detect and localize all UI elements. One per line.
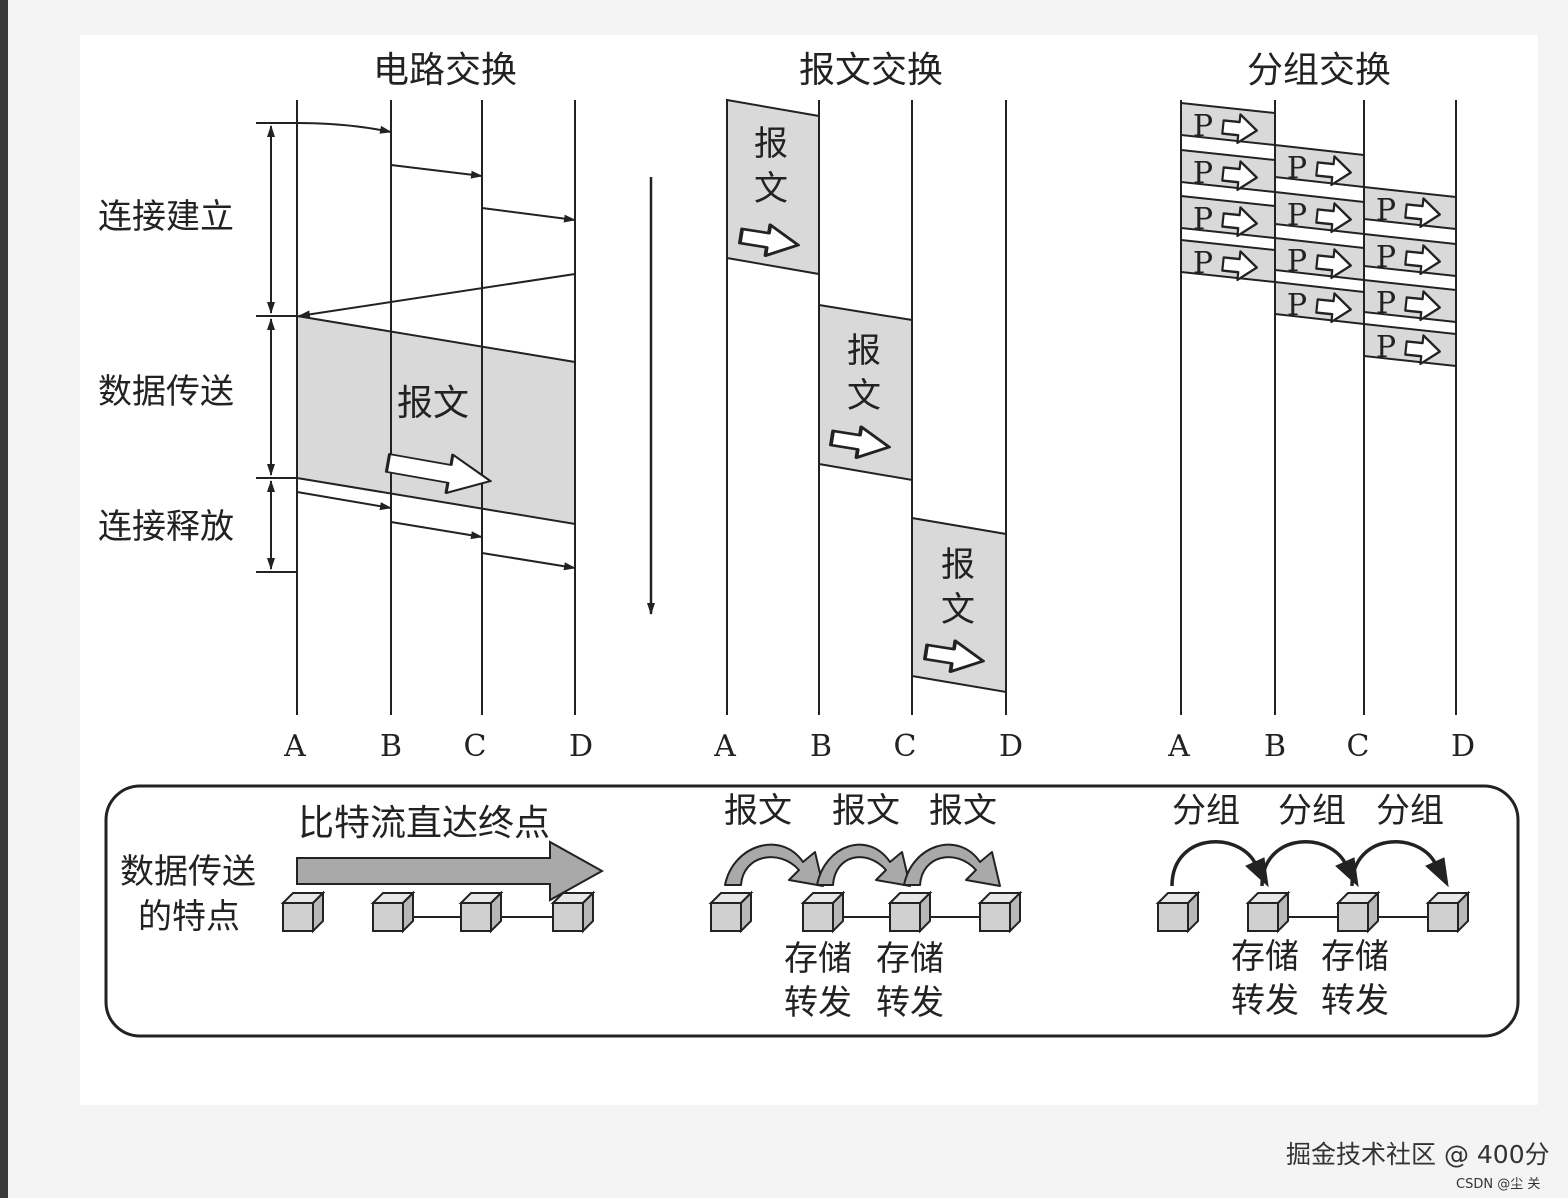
hop-arrow-2-icon bbox=[816, 843, 911, 887]
packet-label: P bbox=[1193, 202, 1213, 237]
circuit-direction-arrow-icon bbox=[384, 453, 492, 494]
packet-node-d: D bbox=[1451, 729, 1475, 764]
packet-label: P bbox=[1193, 246, 1213, 281]
phase-label-release: 连接释放 bbox=[98, 507, 234, 547]
packet-label: P bbox=[1376, 286, 1396, 321]
screenshot-frame: 电路交换 连接建立 数据传送 连接释放 报文 A B bbox=[8, 0, 1568, 1198]
message-store-1-line2: 转发 bbox=[784, 983, 852, 1023]
packet-label: P bbox=[1376, 330, 1396, 365]
packet-store-1-line2: 转发 bbox=[1231, 981, 1299, 1021]
hop-arrow-1-icon bbox=[724, 843, 824, 887]
feature-label-line2: 的特点 bbox=[138, 897, 240, 937]
packet-node-c: C bbox=[1347, 729, 1370, 764]
message-hop-label-3: 报文 bbox=[929, 791, 997, 831]
message-hop-arrows bbox=[724, 843, 1001, 887]
msg1-char2: 文 bbox=[754, 169, 788, 209]
setup-arrow-ab bbox=[256, 122, 392, 134]
msg1-char1: 报 bbox=[754, 124, 788, 164]
circuit-feature-desc: 比特流直达终点 bbox=[298, 803, 550, 844]
circuit-node-a: A bbox=[283, 729, 306, 764]
circuit-node-c: C bbox=[464, 729, 487, 764]
message-store-2-line1: 存储 bbox=[876, 939, 944, 979]
message-node-cube-4 bbox=[979, 892, 1021, 932]
circuit-node-cube-2 bbox=[372, 892, 414, 932]
message-node-c: C bbox=[894, 729, 917, 764]
hop-arrow-3-icon bbox=[903, 843, 1001, 887]
msg3-char2: 文 bbox=[941, 590, 975, 630]
packet-store-2-line2: 转发 bbox=[1321, 981, 1389, 1021]
credit: CSDN @尘 关 bbox=[1456, 1177, 1540, 1192]
message-store-1-line1: 存储 bbox=[784, 939, 852, 979]
hop-arrow-3-icon bbox=[1350, 840, 1449, 888]
message-hop-label-2: 报文 bbox=[832, 791, 900, 831]
switching-diagram: 电路交换 连接建立 数据传送 连接释放 报文 A B bbox=[80, 35, 1550, 1192]
setup-arrow-cd bbox=[481, 207, 576, 223]
packet-store-1-line1: 存储 bbox=[1231, 937, 1299, 977]
msg2-char2: 文 bbox=[847, 376, 881, 416]
packet-label: P bbox=[1376, 240, 1396, 275]
circuit-node-cube-3 bbox=[460, 892, 502, 932]
bitstream-arrow-icon bbox=[296, 840, 605, 902]
feature-summary-box: 数据传送 的特点 比特流直达终点 报文 报文 报文 存储 转发 存储 转发 分组… bbox=[104, 784, 1520, 1038]
ack-arrow-da bbox=[298, 273, 576, 319]
packet-node-cube-3 bbox=[1337, 892, 1379, 932]
packet-hop-label-3: 分组 bbox=[1376, 791, 1444, 831]
circuit-node-cube-1 bbox=[282, 892, 324, 932]
packet-label: P bbox=[1287, 198, 1307, 233]
message-node-cube-3 bbox=[889, 892, 931, 932]
message-title: 报文交换 bbox=[799, 50, 943, 91]
release-arrow-cd bbox=[481, 552, 576, 571]
release-arrow-bc bbox=[390, 521, 483, 540]
packet-box-11: P bbox=[1274, 280, 1365, 326]
message-switching-panel: 报文交换 报 文 报 文 报 文 A B C D bbox=[713, 50, 1023, 764]
circuit-node-b: B bbox=[380, 729, 402, 764]
watermark: 掘金技术社区 @ 400分 bbox=[1286, 1140, 1550, 1169]
release-arrow-ab bbox=[296, 491, 392, 511]
phase-label-setup: 连接建立 bbox=[98, 197, 234, 237]
msg2-char1: 报 bbox=[847, 331, 881, 371]
packet-box-3: P bbox=[1363, 185, 1457, 231]
circuit-message-label: 报文 bbox=[397, 383, 469, 424]
packet-hop-label-1: 分组 bbox=[1172, 791, 1240, 831]
packet-label: P bbox=[1193, 156, 1213, 191]
message-node-cube-1 bbox=[710, 892, 752, 932]
feature-summary-border bbox=[104, 784, 1520, 1038]
packet-store-2-line1: 存储 bbox=[1321, 937, 1389, 977]
phase-label-transfer: 数据传送 bbox=[98, 372, 234, 412]
packet-label: P bbox=[1193, 109, 1213, 144]
message-node-d: D bbox=[999, 729, 1023, 764]
message-store-2-line2: 转发 bbox=[876, 983, 944, 1023]
packet-label: P bbox=[1376, 193, 1396, 228]
packet-box-10: P bbox=[1180, 238, 1276, 284]
packet-label: P bbox=[1287, 288, 1307, 323]
packet-title: 分组交换 bbox=[1247, 50, 1391, 91]
circuit-node-cube-4 bbox=[552, 892, 594, 932]
packet-node-cube-2 bbox=[1247, 892, 1289, 932]
packet-node-b: B bbox=[1264, 729, 1286, 764]
packet-box-9: P bbox=[1363, 278, 1457, 324]
message-node-b: B bbox=[810, 729, 832, 764]
circuit-title: 电路交换 bbox=[373, 50, 517, 91]
message-hop-label-1: 报文 bbox=[724, 791, 792, 831]
packet-node-cube-4 bbox=[1427, 892, 1469, 932]
packet-hop-label-2: 分组 bbox=[1278, 791, 1346, 831]
packet-hop-arrows bbox=[1170, 840, 1449, 888]
packet-node-cube-1 bbox=[1157, 892, 1199, 932]
circuit-node-d: D bbox=[569, 729, 593, 764]
circuit-switching-panel: 电路交换 连接建立 数据传送 连接释放 报文 A B bbox=[98, 50, 593, 764]
packet-box-6: P bbox=[1363, 232, 1457, 278]
packet-label: P bbox=[1287, 244, 1307, 279]
packet-label: P bbox=[1287, 151, 1307, 186]
packet-node-a: A bbox=[1167, 729, 1190, 764]
message-node-cube-2 bbox=[802, 892, 844, 932]
feature-label-line1: 数据传送 bbox=[120, 852, 256, 892]
setup-arrow-bc bbox=[390, 164, 483, 179]
message-node-a: A bbox=[713, 729, 736, 764]
msg3-char1: 报 bbox=[941, 545, 975, 585]
